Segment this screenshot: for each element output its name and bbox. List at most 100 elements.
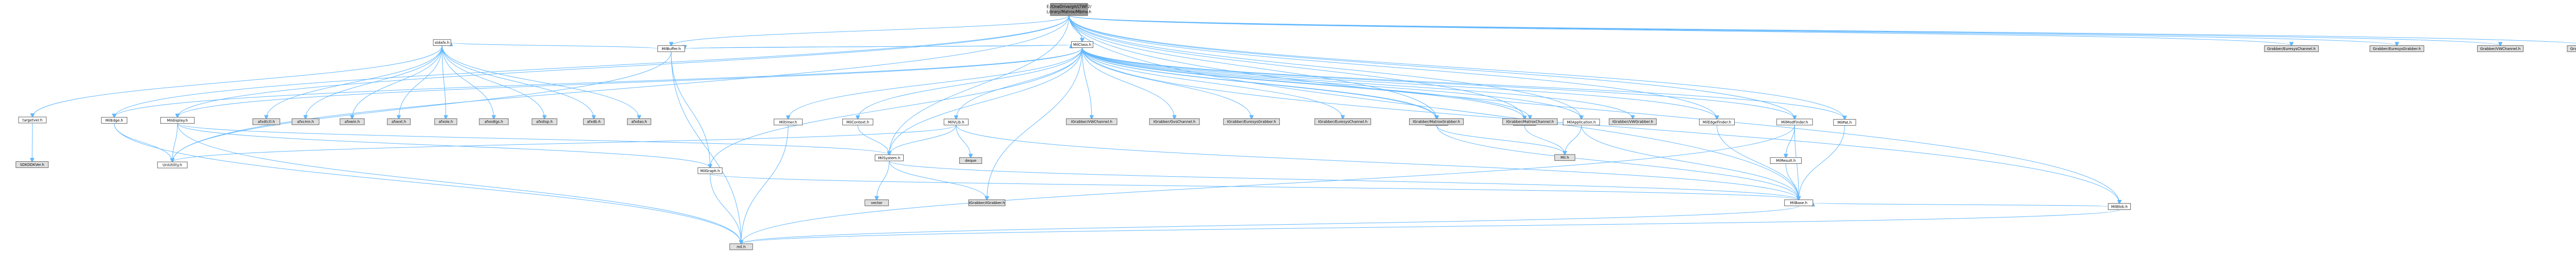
edge-mil_application-to-m_h bbox=[1565, 125, 1582, 155]
edge-root-to-g_vw_channel bbox=[1069, 15, 2500, 45]
node-mil_blob2[interactable]: MilBlob.h bbox=[2108, 203, 2131, 210]
edge-root-to-mil_blob bbox=[1069, 15, 2120, 204]
node-label: vector bbox=[871, 201, 883, 205]
node-mil_context[interactable]: MilContext.h bbox=[842, 119, 873, 126]
edge-mil_cal-to-m_h bbox=[1524, 125, 1565, 154]
node-mil_system[interactable]: MilSystem.h bbox=[874, 154, 904, 161]
edge-stdafx-to-afxdtctl bbox=[266, 45, 443, 119]
edge-mil_buffer-to-uni_utility bbox=[173, 52, 672, 162]
node-box bbox=[1071, 41, 1094, 48]
node-m_h: Mil.h bbox=[1554, 154, 1575, 161]
node-label: SDKDDKVer.h bbox=[20, 163, 44, 167]
node-box bbox=[1784, 199, 1814, 207]
edge-stdafx-to-afxdb bbox=[442, 45, 594, 119]
node-mil_class[interactable]: MilClass.h bbox=[1071, 41, 1094, 48]
edge-stdafx-to-afxodlgs bbox=[442, 45, 494, 119]
node-box bbox=[340, 118, 365, 125]
edge-mil_base-to-mil_h bbox=[741, 206, 1799, 244]
edge-mil_edge_finder-to-mil_base bbox=[1716, 125, 1799, 200]
node-mil_vlib[interactable]: MilVLib.h bbox=[943, 119, 969, 126]
edge-root-to-g_euresys_channel bbox=[1069, 15, 2292, 45]
node-uni_utility[interactable]: UniUtility.h bbox=[157, 161, 188, 168]
node-box bbox=[532, 118, 557, 125]
edge-mil_system-to-mil_base bbox=[889, 160, 1799, 199]
edge-mil_class-to-ci_vw_channel bbox=[1082, 47, 1092, 119]
node-label: Grabber/EuresysChannel.h bbox=[2267, 47, 2316, 51]
node-box bbox=[479, 118, 509, 125]
node-label: MilVLib.h bbox=[948, 120, 964, 124]
node-mil_timer[interactable]: Miltimer.h bbox=[773, 119, 803, 126]
node-box bbox=[1066, 118, 1117, 125]
node-mil_base[interactable]: MilBase.h bbox=[1784, 199, 1814, 207]
node-afxdb: afxdb.h bbox=[583, 118, 605, 125]
node-afxdtctl: afxdtctl.h bbox=[252, 118, 280, 125]
node-label: Grabber/VWChannel.h bbox=[2480, 47, 2520, 51]
node-box bbox=[943, 119, 969, 126]
node-deque: deque bbox=[959, 157, 982, 164]
node-box bbox=[874, 154, 904, 161]
node-root[interactable]: E:/OneDrive/git/LTWF2/Library/Matrox/Mbm… bbox=[1047, 3, 1092, 16]
edge-root-to-mil_bin bbox=[1069, 15, 1437, 119]
node-box bbox=[1563, 119, 1600, 126]
edge-mil_blob-to-mil_base bbox=[1813, 203, 2109, 207]
node-g_vw_channel: Grabber/VWChannel.h bbox=[2477, 45, 2524, 52]
edge-mil_class-to-mil_bin bbox=[1082, 47, 1437, 119]
node-label: afxdao.h bbox=[631, 120, 647, 124]
edge-mil_mod_finder-to-mil_result bbox=[1786, 125, 1795, 158]
edge-root-to-mil_mod_finder bbox=[1069, 15, 1794, 119]
node-label: MilBuffer.h bbox=[662, 47, 681, 51]
node-box bbox=[15, 161, 49, 168]
edge-mil_class-to-ci_vw_grabber bbox=[1082, 47, 1633, 119]
node-box bbox=[18, 116, 47, 124]
edge-mil_class-to-mil_buffer bbox=[685, 44, 1072, 49]
node-box bbox=[865, 199, 889, 207]
edge-mil_class-to-mil_blob bbox=[1082, 47, 2120, 203]
edge-mil_display-to-mil_graph bbox=[177, 123, 710, 167]
node-targetver[interactable]: targetver.h bbox=[18, 116, 47, 124]
edge-mil_result-to-mil_base bbox=[1785, 163, 1799, 200]
node-label: MilApplication.h bbox=[1567, 120, 1596, 124]
node-g_vw_grabber: Grabber/VWGrabber.h bbox=[2567, 45, 2576, 52]
node-mil_pat[interactable]: MilPat.h bbox=[1833, 119, 1856, 126]
node-label: IGrabber/IGrabber.h bbox=[969, 201, 1005, 205]
node-label: IGrabber/MatroxChannel.h bbox=[1506, 120, 1554, 124]
node-mil_result[interactable]: MilResult.h bbox=[1770, 157, 1802, 164]
node-box bbox=[1223, 118, 1280, 125]
edge-mil_class-to-ci_euresys_grabber bbox=[1082, 47, 1252, 119]
node-label: deque bbox=[965, 159, 976, 163]
node-mil_graph[interactable]: MilGraph.h bbox=[698, 167, 723, 174]
node-box bbox=[2567, 45, 2576, 52]
node-label: Miltimer.h bbox=[779, 120, 797, 124]
node-afxodlgs: afxodlgs.h bbox=[479, 118, 509, 125]
edge-mil_class-to-mil_application bbox=[1082, 47, 1582, 119]
edge-mil_buffer-to-mil_h bbox=[671, 52, 741, 244]
node-label: afxdb.h bbox=[587, 120, 600, 124]
edge-mil_class-to-mil_graph bbox=[710, 47, 1083, 167]
node-label: MilEdge.h bbox=[106, 119, 123, 123]
edge-root-to-g_vw_grabber bbox=[1069, 15, 2576, 44]
edge-mil_display-to-uni_utility bbox=[173, 123, 178, 162]
node-mil_mod_finder[interactable]: MilModFinder.h bbox=[1776, 119, 1813, 126]
node-ci_euresys_channel: IGrabber/EuresysChannel.h bbox=[1314, 118, 1371, 125]
node-label: mil.h bbox=[737, 245, 745, 249]
node-box bbox=[387, 118, 411, 125]
node-mil_buffer[interactable]: MilBuffer.h bbox=[657, 45, 685, 52]
edge-mil_class-to-ci_grabber bbox=[987, 47, 1083, 199]
node-mil_edge_finder[interactable]: MilEdgeFinder.h bbox=[1699, 119, 1735, 126]
edge-mil_class-to-mil_edge_finder bbox=[1082, 47, 1717, 119]
edge-stdafx-to-afxwin bbox=[352, 45, 443, 119]
edge-mil_bin-to-m_h bbox=[1436, 125, 1565, 154]
node-mil_application[interactable]: MilApplication.h bbox=[1563, 119, 1600, 126]
node-label: MilContext.h bbox=[846, 120, 869, 124]
node-stdafx[interactable]: stdafx.h bbox=[433, 39, 451, 46]
node-box bbox=[698, 167, 723, 174]
edge-mil_blob-to-mil_h bbox=[741, 209, 2120, 244]
node-label: Grabber/VWGrabber.h bbox=[2570, 47, 2576, 51]
node-label: afxodlgs.h bbox=[484, 120, 503, 124]
edge-mil_graph-to-mil_h bbox=[709, 174, 741, 244]
node-label: afxole.h bbox=[438, 120, 453, 124]
node-mil_display[interactable]: Mildisplay.h bbox=[160, 117, 195, 124]
node-ci_matrox_grabber: IGrabber/MatroxGrabber.h bbox=[1409, 118, 1464, 125]
node-mil_edge[interactable]: MilEdge.h bbox=[101, 117, 128, 124]
